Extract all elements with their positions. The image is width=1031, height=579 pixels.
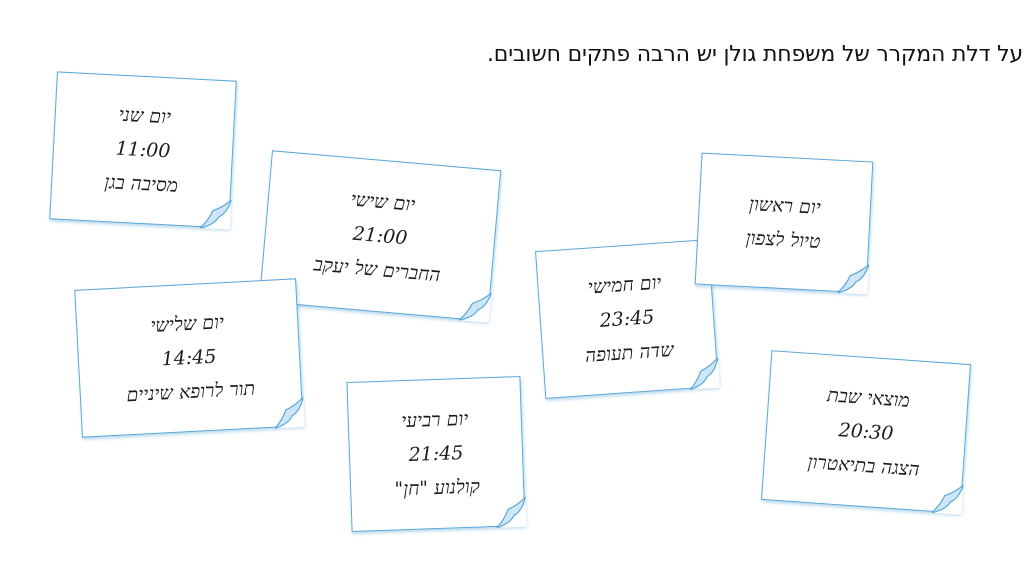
note-time: 21:00 [351, 222, 409, 250]
page-curl-icon [273, 397, 305, 429]
page-curl-icon [495, 496, 527, 528]
note-event: החברים של יעקב [312, 253, 442, 287]
note-time: 20:30 [837, 419, 895, 445]
sticky-note-sunday: יום ראשון טיול לצפון [694, 152, 874, 295]
note-day: יום שישי [349, 188, 417, 216]
page-curl-icon [688, 357, 721, 390]
sticky-note-wednesday: יום רביעי 21:45 קולנוע "חן" [346, 376, 527, 532]
sticky-note-tuesday: יום שלישי 14:45 תור לרופא שיניים [74, 278, 305, 438]
note-day: יום ראשון [748, 193, 822, 219]
page-curl-icon [931, 482, 964, 515]
page-curl-icon [837, 262, 869, 295]
note-time: 11:00 [115, 137, 171, 163]
note-event: הצגה בתיאטרון [806, 451, 921, 481]
note-time: 14:45 [161, 345, 217, 371]
note-event: קולנוע "חן" [394, 475, 481, 501]
sticky-note-saturday-night: מוצאי שבת 20:30 הצגה בתיאטרון [761, 350, 971, 515]
sticky-note-thursday: יום חמישי 23:45 שדה תעופה [535, 239, 721, 399]
note-event: מסיבה בגן [103, 171, 179, 197]
page-curl-icon [458, 290, 492, 323]
note-day: יום רביעי [400, 407, 469, 433]
note-day: יום חמישי [587, 271, 663, 299]
note-time: 21:45 [408, 442, 464, 466]
note-day: יום שלישי [149, 311, 225, 337]
page-curl-icon [199, 198, 232, 230]
note-event: שדה תעופה [584, 338, 675, 367]
note-time: 23:45 [598, 306, 656, 332]
page-heading: על דלת המקרר של משפחת גולן יש הרבה פתקים… [487, 42, 1023, 67]
note-day: מוצאי שבת [826, 384, 911, 412]
note-event: טיול לצפון [745, 227, 822, 253]
sticky-note-monday: יום שני 11:00 מסיבה בגן [49, 71, 237, 230]
note-event: תור לרופא שיניים [125, 377, 256, 407]
note-day: יום שני [118, 103, 172, 129]
